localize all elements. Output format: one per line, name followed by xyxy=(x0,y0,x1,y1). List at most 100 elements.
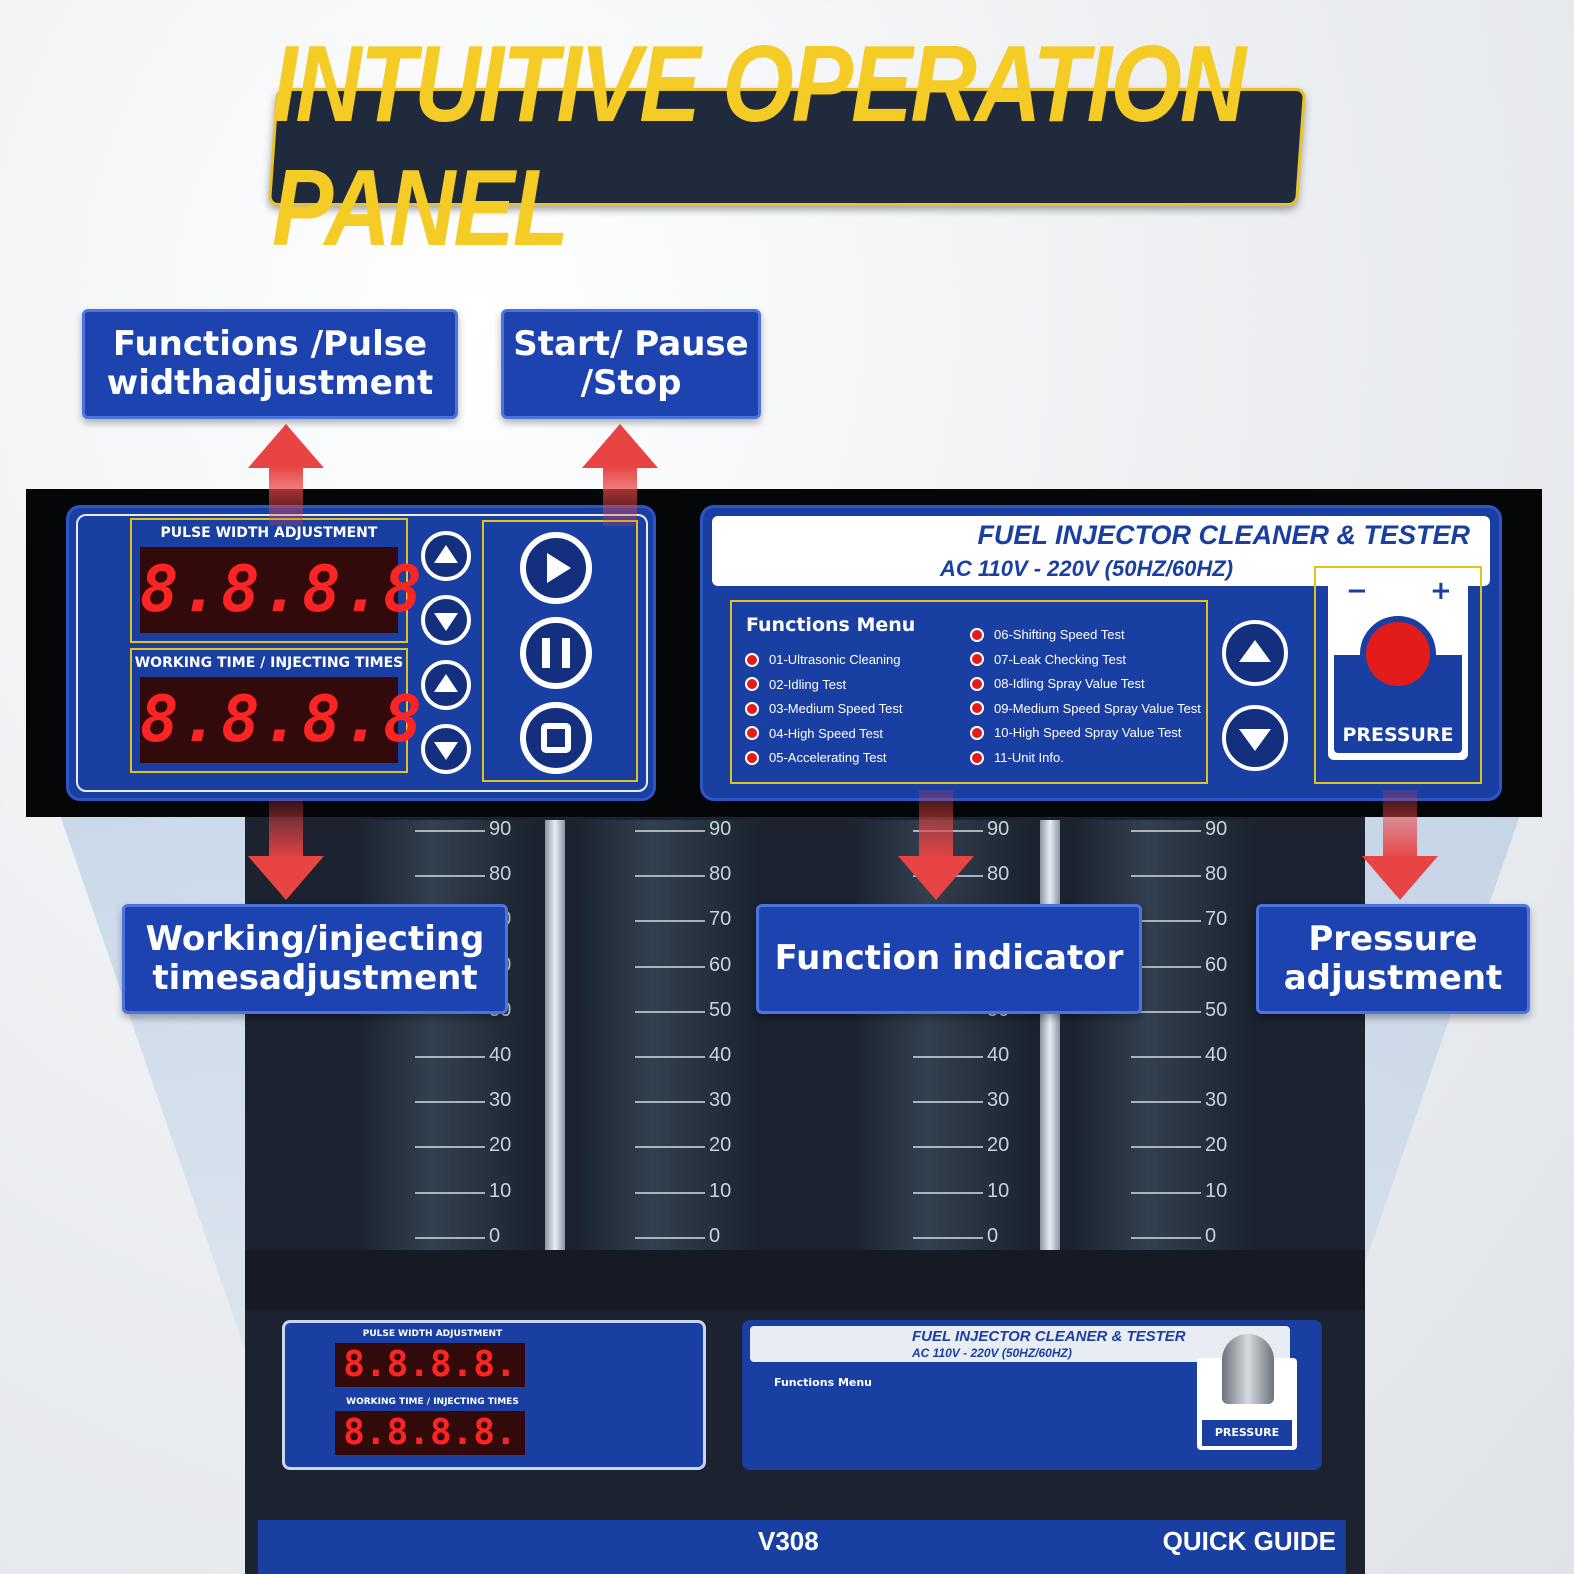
arrow-down-red xyxy=(248,856,324,900)
mini-title-strip xyxy=(750,1326,1290,1362)
device-voltage: AC 110V - 220V (50HZ/60HZ) xyxy=(940,556,1234,581)
indicator-led-icon xyxy=(970,627,984,642)
menu-item-label: 04-High Speed Test xyxy=(769,725,883,741)
menu-item: 08-Idling Spray Value Test xyxy=(970,676,1145,691)
tube-scale-label: 90 xyxy=(489,818,512,840)
tube-scale-label: 50 xyxy=(709,998,732,1021)
tube-tick xyxy=(913,1191,983,1194)
tube-tick xyxy=(1131,1056,1201,1058)
functions-menu-box xyxy=(730,600,1208,784)
arrow-up-icon xyxy=(434,545,458,563)
play-icon xyxy=(547,553,571,583)
tube-tick xyxy=(635,965,705,968)
tube-scale-label: 10 xyxy=(709,1179,732,1202)
pressure-box xyxy=(1314,566,1482,784)
arrow-up-red xyxy=(248,424,324,468)
function-up-button[interactable] xyxy=(1222,620,1288,686)
tube-tick xyxy=(1131,830,1201,832)
minus-label: − xyxy=(1346,576,1368,606)
mini-working-readout: 8.8.8.8. xyxy=(335,1411,525,1455)
tube-tick xyxy=(1131,1146,1201,1149)
tube-tick xyxy=(635,1056,705,1058)
tube-scale-label: 10 xyxy=(987,1179,1010,1202)
menu-item: 10-High Speed Spray Value Test xyxy=(970,725,1181,740)
menu-item-label: 01-Ultrasonic Cleaning xyxy=(769,652,901,667)
working-time-readout: 8.8.8.8. xyxy=(140,677,462,763)
tube-tick xyxy=(415,1191,485,1194)
arrow-shaft xyxy=(269,466,303,526)
panel-left-frame xyxy=(76,514,648,792)
tube-scale-label: 20 xyxy=(709,1134,732,1157)
tube-scale-label: 30 xyxy=(987,1089,1010,1112)
menu-item-label: 06-Shifting Speed Test xyxy=(994,627,1125,642)
callout-pressure: Pressure adjustment xyxy=(1256,904,1530,1014)
working-up-button[interactable] xyxy=(421,660,471,710)
menu-item: 09-Medium Speed Spray Value Test xyxy=(970,701,1201,716)
indicator-led-icon xyxy=(970,725,984,740)
callout-start: Start/ Pause /Stop xyxy=(501,309,761,419)
model-label: V308 xyxy=(758,1526,819,1556)
functions-menu-title: Functions Menu xyxy=(746,614,916,636)
menu-item-label: 02-Idling Test xyxy=(769,676,847,692)
working-down-button[interactable] xyxy=(421,724,471,774)
tube-tick xyxy=(1131,1236,1201,1239)
tube-scale-label: 30 xyxy=(1205,1089,1228,1112)
callout-working: Working/injecting timesadjustment xyxy=(122,904,508,1014)
working-time-display: WORKING TIME / INJECTING TIMES 8.8.8.8. xyxy=(130,648,462,773)
stop-button[interactable] xyxy=(520,702,592,774)
arrow-down-red xyxy=(1362,856,1438,900)
pause-button[interactable] xyxy=(520,617,592,689)
arrow-down-icon xyxy=(434,742,458,760)
menu-item-label: 10-High Speed Spray Value Test xyxy=(994,725,1182,741)
tube-scale-label: 70 xyxy=(1205,908,1228,931)
tube-scale-label: 0 xyxy=(489,1224,501,1247)
support-rod xyxy=(1040,820,1060,1250)
tube-tick xyxy=(913,1146,983,1149)
menu-item: 03-Medium Speed Test xyxy=(745,701,902,716)
tube-tick xyxy=(415,1146,485,1149)
pulse-up-button[interactable] xyxy=(421,531,471,581)
indicator-led-icon xyxy=(970,652,984,667)
tube-tick xyxy=(913,1236,983,1239)
pressure-knob[interactable] xyxy=(1360,616,1436,692)
tube-scale-label: 70 xyxy=(709,908,732,931)
tube-scale-label: 80 xyxy=(987,863,1010,886)
start-button[interactable] xyxy=(520,532,592,604)
callout-function: Function indicator xyxy=(756,904,1142,1014)
menu-item-label: 05-Accelerating Test xyxy=(769,750,887,766)
arrow-down-icon xyxy=(434,613,458,631)
tube-scale-label: 90 xyxy=(987,818,1010,840)
tube-scale-label: 60 xyxy=(709,953,732,976)
tube-tick xyxy=(635,830,705,832)
tube-tick xyxy=(635,1191,705,1194)
arrow-shaft xyxy=(1383,790,1417,860)
menu-item: 06-Shifting Speed Test xyxy=(970,627,1125,642)
pulse-width-label: PULSE WIDTH ADJUSTMENT xyxy=(160,525,378,541)
measuring-tube xyxy=(360,820,540,1250)
menu-item: 05-Accelerating Test xyxy=(745,750,887,765)
arrow-down-icon xyxy=(1239,729,1271,751)
tube-scale-label: 80 xyxy=(1205,863,1228,886)
function-down-button[interactable] xyxy=(1222,705,1288,771)
tube-tick xyxy=(415,875,485,878)
tube-tick xyxy=(635,1101,705,1104)
tube-tick xyxy=(415,1056,485,1058)
mini-device-title: FUEL INJECTOR CLEANER & TESTER xyxy=(912,1328,1186,1345)
pulse-down-button[interactable] xyxy=(421,595,471,645)
arrow-up-icon xyxy=(434,674,458,692)
tube-tick xyxy=(635,1146,705,1149)
tube-scale-label: 90 xyxy=(709,818,732,840)
tube-tick xyxy=(1131,1101,1201,1104)
measuring-tube xyxy=(580,820,760,1250)
tube-tick xyxy=(913,1101,983,1104)
page-title: INTUITIVE OPERATION PANEL xyxy=(272,24,1246,269)
mini-panel-left: PULSE WIDTH ADJUSTMENT 8.8.8.8. WORKING … xyxy=(282,1320,706,1470)
tube-tick xyxy=(1131,965,1201,968)
mini-voltage: AC 110V - 220V (50HZ/60HZ) xyxy=(912,1346,1072,1360)
pressure-knob-photo[interactable] xyxy=(1222,1334,1274,1404)
stop-icon xyxy=(541,723,571,753)
tube-scale-label: 10 xyxy=(489,1179,512,1202)
tube-scale-label: 60 xyxy=(1205,953,1228,976)
tube-scale-label: 40 xyxy=(709,1044,732,1066)
tube-tick xyxy=(913,1056,983,1058)
